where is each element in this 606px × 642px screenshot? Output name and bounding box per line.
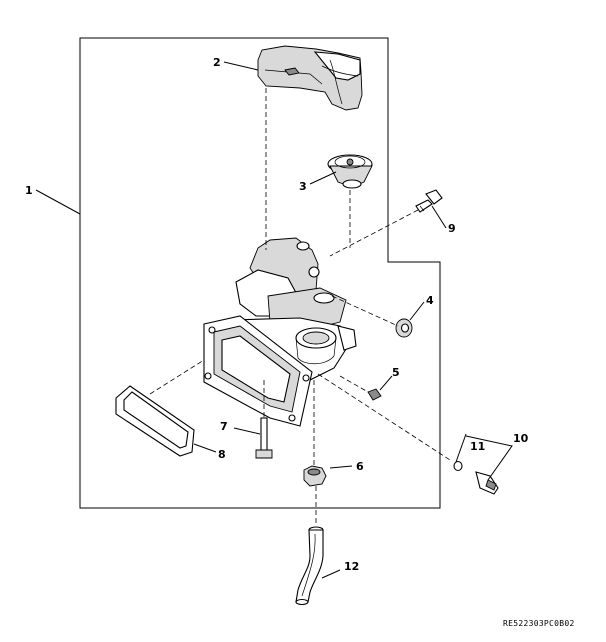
callout-8: 8 [218, 448, 226, 461]
callout-2: 2 [213, 56, 221, 69]
callout-4: 4 [426, 294, 434, 307]
assembly-boundary [79, 37, 441, 509]
callout-11: 11 [470, 440, 485, 453]
callout-3: 3 [299, 180, 307, 193]
part-2-outlet-elbow [257, 45, 363, 111]
part-10-temperature-sensor [475, 471, 499, 495]
part-9-cap-screw [415, 189, 443, 213]
part-5-plug [367, 388, 382, 401]
assembly-dashed-lines [149, 88, 451, 526]
thermostat-housing [203, 237, 357, 427]
part-12-hose [295, 526, 324, 606]
callout-9: 9 [448, 222, 456, 235]
part-11-o-ring [453, 460, 463, 472]
callout-7: 7 [220, 420, 228, 433]
callout-10: 10 [513, 432, 529, 445]
leader-lines [35, 61, 513, 579]
figure-reference-code: RE522303PC0B02 [503, 619, 575, 628]
callout-1: 1 [25, 184, 33, 197]
part-8-gasket [115, 385, 195, 457]
callout-6: 6 [356, 460, 364, 473]
part-4-seal-ring [395, 318, 413, 338]
part-6-fitting [303, 465, 327, 487]
callout-5: 5 [392, 366, 400, 379]
part-7-bolt [255, 417, 273, 459]
part-3-thermostat [327, 154, 373, 189]
callout-12: 12 [344, 560, 359, 573]
